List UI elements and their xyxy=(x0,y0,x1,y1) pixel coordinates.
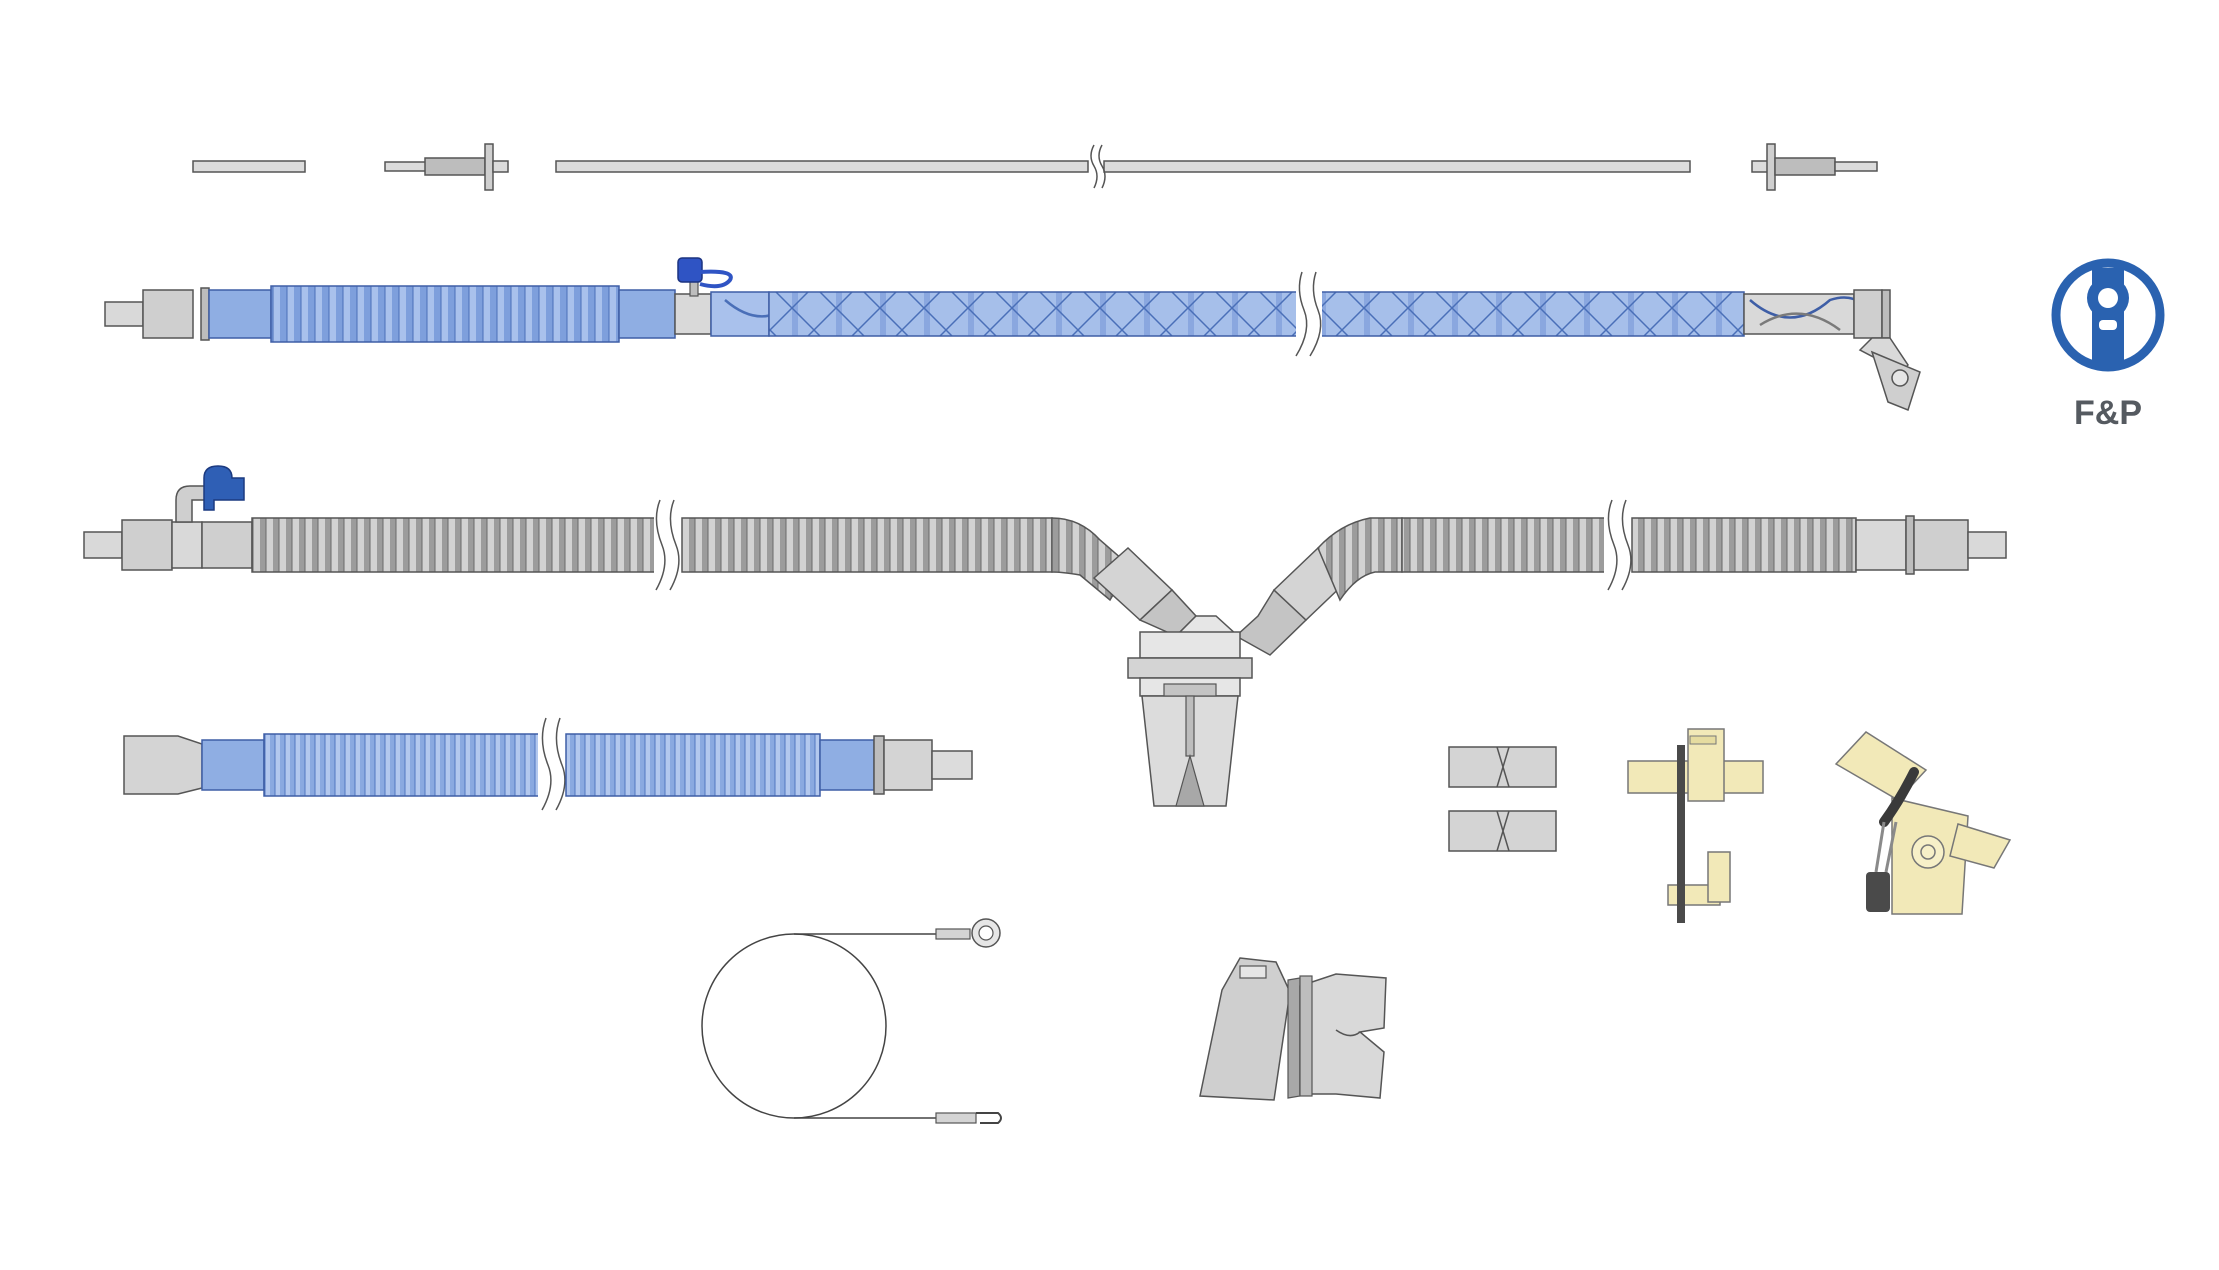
wire-loop xyxy=(701,918,1002,1124)
temperature-probe-adapter xyxy=(1627,728,1764,923)
fp-logo-text: F&P xyxy=(2074,394,2142,432)
heated-inspiratory-limb xyxy=(104,257,1921,411)
flanged-rod-right xyxy=(1751,143,1878,191)
fp-logo-icon xyxy=(2051,258,2165,372)
humidification-chamber xyxy=(1127,631,1253,807)
expiratory-wye-circuit xyxy=(83,465,2007,656)
flanged-rod-left xyxy=(384,143,509,191)
blue-port-cap-icon xyxy=(677,257,733,289)
straight-adapters xyxy=(1448,746,1557,852)
humidifier-chamber-feed-tube xyxy=(123,717,973,811)
blue-port-cap-icon xyxy=(203,465,245,511)
long-heater-rod xyxy=(555,144,1691,189)
angled-probe-adapter xyxy=(1834,731,2012,915)
short-rod xyxy=(192,160,306,173)
patient-wye-elbow xyxy=(1199,957,1387,1101)
